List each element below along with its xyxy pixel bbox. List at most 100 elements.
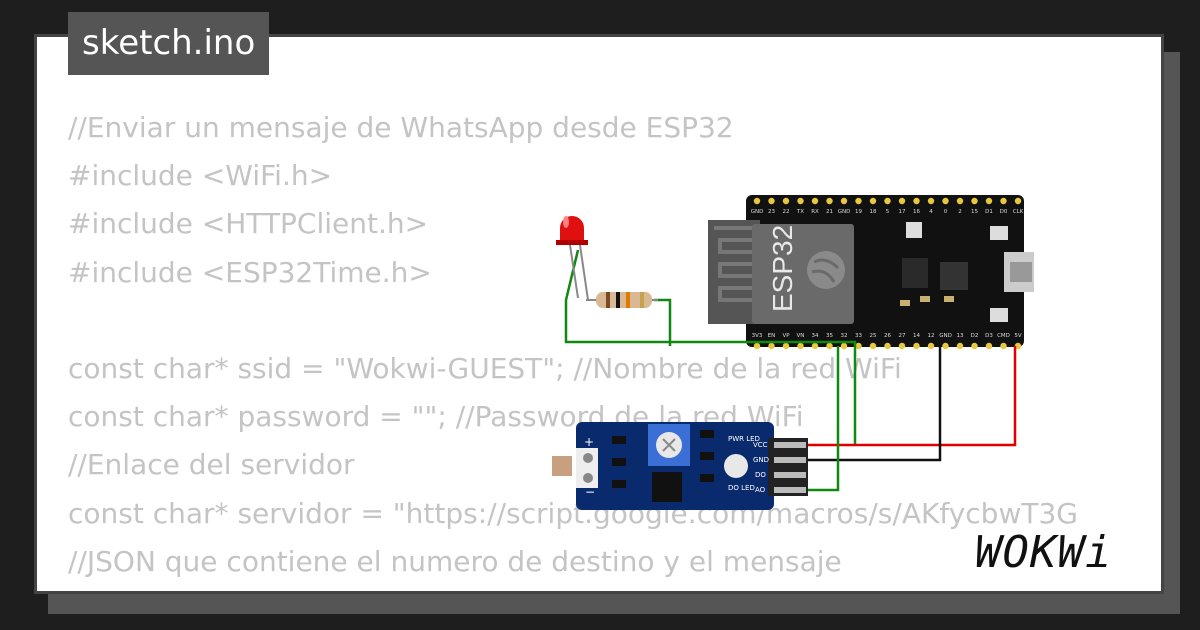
esp32-bottom-pin-label: 27 — [899, 333, 906, 339]
esp32-bottom-pin[interactable] — [985, 342, 993, 350]
esp32-top-pin[interactable] — [840, 197, 848, 205]
esp32-bottom-pin-label: 35 — [826, 333, 833, 339]
esp32-bottom-pin-label: 33 — [855, 333, 862, 339]
esp32-top-pin-label: 2 — [958, 209, 962, 215]
esp32-bottom-pin[interactable] — [753, 342, 761, 350]
esp32-top-pin-label: D0 — [1000, 209, 1008, 215]
esp32-top-pin-label: 17 — [899, 209, 906, 215]
esp32-top-pin[interactable] — [898, 197, 906, 205]
esp32-top-pin-label: 16 — [913, 209, 920, 215]
wire-green-resistor — [654, 298, 672, 346]
en-button[interactable] — [990, 308, 1008, 322]
esp32-top-pin-label: 19 — [855, 209, 862, 215]
esp32-bottom-pin-label: VP — [782, 333, 790, 339]
esp32-bottom-pin[interactable] — [768, 342, 775, 350]
code-editor[interactable]: //Enviar un mensaje de WhatsApp desde ES… — [68, 104, 1138, 586]
esp32-bottom-pin[interactable] — [1014, 342, 1022, 350]
pin-vcc-label: VCC — [753, 441, 768, 449]
esp32-top-pin-label: TX — [796, 209, 804, 215]
esp32-bottom-pin-label: D3 — [985, 333, 993, 339]
esp32-top-pin-label: 5 — [886, 209, 890, 215]
ldr-sensor-module[interactable]: + − PWR LED DO LED VCC GND DO AO — [552, 422, 808, 510]
esp32-top-pin-label: 4 — [929, 209, 933, 215]
esp32-top-pin[interactable] — [971, 197, 978, 205]
esp32-bottom-pin-label: D2 — [971, 333, 979, 339]
esp32-top-pin[interactable] — [942, 197, 949, 205]
esp32-bottom-pin[interactable] — [1000, 342, 1007, 350]
esp32-top-pin[interactable] — [1000, 197, 1007, 205]
terminal-plus: + — [584, 435, 594, 449]
esp32-top-pin[interactable] — [782, 197, 790, 205]
boot-button[interactable] — [990, 226, 1008, 240]
esp32-bottom-pin[interactable] — [811, 342, 819, 350]
esp32-module — [752, 224, 854, 324]
esp32-top-pin[interactable] — [927, 197, 935, 205]
code-line: #include <ESP32Time.h> — [68, 255, 432, 289]
esp32-bottom-pin[interactable] — [927, 342, 935, 350]
esp32-top-pin[interactable] — [913, 197, 920, 205]
code-line: const char* password = ""; //Password de… — [68, 400, 804, 434]
esp32-bottom-pin[interactable] — [971, 342, 978, 350]
do-led-label: DO LED — [728, 484, 755, 492]
esp32-bottom-pin-label: 34 — [812, 333, 819, 339]
esp32-bottom-pin-label: 25 — [870, 333, 877, 339]
esp32-top-pin-label: GND — [838, 209, 851, 215]
esp32-bottom-pin[interactable] — [956, 342, 964, 350]
pwr-led-label: PWR LED — [728, 435, 760, 443]
esp32-bottom-pin-label: 14 — [913, 333, 920, 339]
esp32-top-pin[interactable] — [753, 197, 761, 205]
wire-black — [806, 346, 942, 462]
antenna-area — [708, 220, 760, 324]
esp32-top-pin-label: 21 — [826, 209, 833, 215]
esp32-bottom-pin[interactable] — [898, 342, 906, 350]
esp32-bottom-pin-label: 13 — [957, 333, 964, 339]
esp32-top-pin-label: 18 — [870, 209, 877, 215]
esp32-top-pin[interactable] — [884, 197, 891, 205]
pin-do-label: DO — [755, 471, 766, 479]
esp32-top-pin[interactable] — [985, 197, 993, 205]
esp32-top-pin[interactable] — [768, 197, 775, 205]
resistor[interactable] — [586, 292, 658, 308]
esp32-bottom-pin[interactable] — [855, 342, 862, 350]
espressif-logo-icon — [807, 251, 845, 289]
code-line: const char* servidor = "https://script.g… — [68, 496, 1078, 530]
esp32-bottom-pin-label: EN — [768, 333, 776, 339]
code-line: #include <HTTPClient.h> — [68, 207, 429, 241]
filename-tab[interactable]: sketch.ino — [68, 12, 270, 75]
pwr-led-indicator — [724, 454, 748, 478]
esp32-bottom-pin[interactable] — [913, 342, 920, 350]
wire-red — [806, 346, 1017, 447]
usb-chip — [940, 262, 968, 290]
esp32-top-pin-label: 15 — [971, 209, 978, 215]
esp32-bottom-pin[interactable] — [782, 342, 790, 350]
code-line: const char* ssid = "Wokwi-GUEST"; //Nomb… — [68, 351, 902, 385]
esp32-bottom-pin-label: 26 — [884, 333, 891, 339]
esp32-top-pin-label: CLK — [1013, 209, 1024, 215]
esp32-bottom-pin-label: GND — [939, 333, 952, 339]
red-led[interactable] — [556, 216, 589, 301]
esp32-top-pin[interactable] — [855, 197, 862, 205]
esp32-top-pin[interactable] — [797, 197, 804, 205]
esp32-top-pin[interactable] — [869, 197, 877, 205]
esp32-bottom-pin[interactable] — [884, 342, 891, 350]
esp32-bottom-pin[interactable] — [797, 342, 804, 350]
esp32-bottom-pin-label: 12 — [928, 333, 935, 339]
esp32-bottom-pin[interactable] — [826, 342, 833, 350]
esp32-top-pin[interactable] — [826, 197, 833, 205]
esp32-label: ESP32 — [767, 225, 798, 312]
esp32-bottom-pin-label: 5V — [1014, 333, 1021, 339]
esp32-top-pin[interactable] — [811, 197, 819, 205]
pin-gnd-label: GND — [753, 456, 769, 464]
esp32-bottom-pin[interactable] — [869, 342, 877, 350]
photoresistor — [552, 456, 572, 476]
esp32-top-pin[interactable] — [956, 197, 964, 205]
esp32-top-pin[interactable] — [1014, 197, 1022, 205]
esp32-bottom-pin-label: CMD — [997, 333, 1010, 339]
esp32-bottom-pin-label: 3V3 — [752, 333, 763, 339]
esp32-top-pin-label: D1 — [985, 209, 993, 215]
esp32-bottom-pin[interactable] — [942, 342, 949, 350]
esp32-bottom-pin[interactable] — [840, 342, 848, 350]
code-line: #include <WiFi.h> — [68, 159, 333, 193]
